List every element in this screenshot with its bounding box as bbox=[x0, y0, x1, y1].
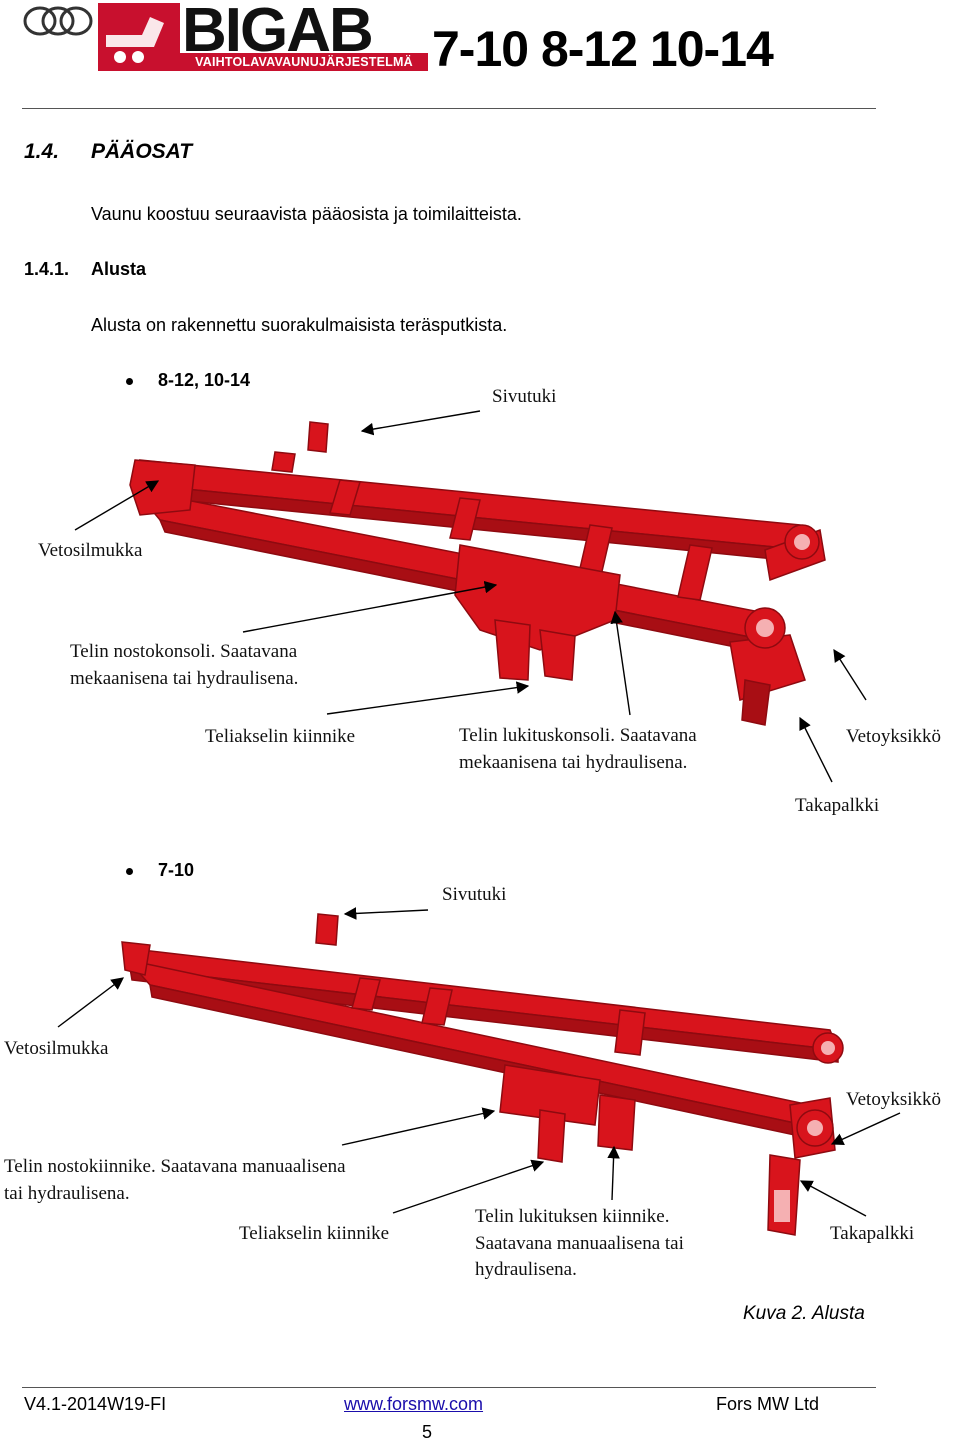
footer-website-link[interactable]: www.forsmw.com bbox=[344, 1394, 484, 1414]
label-telin-lukituskonsoli: Telin lukituskonsoli. Saatavana bbox=[459, 725, 697, 746]
section-title: PÄÄOSAT bbox=[91, 140, 193, 163]
footer-rule bbox=[22, 1387, 876, 1388]
footer-company: Fors MW Ltd bbox=[716, 1394, 820, 1414]
figure-a-bullet: 8-12, 10-14 bbox=[158, 370, 251, 390]
label-takapalkki-b: Takapalkki bbox=[830, 1223, 915, 1244]
subsection-text: Alusta on rakennettu suorakulmaisista te… bbox=[91, 315, 508, 335]
header-rule bbox=[22, 108, 876, 109]
bigab-logo: BIGAB VAIHTOLAVAVAUNUJÄRJESTELMÄ bbox=[98, 0, 428, 71]
label-vetoyksikko-b: Vetoyksikkö bbox=[846, 1089, 941, 1110]
bullet-dot bbox=[126, 378, 133, 385]
label-telin-lukituksen-kiinnike-3: hydraulisena. bbox=[475, 1259, 577, 1280]
label-vetosilmukka: Vetosilmukka bbox=[38, 540, 143, 561]
label-telin-nostokonsoli-2: mekaanisena tai hydraulisena. bbox=[70, 668, 299, 689]
figure-b-bullet: 7-10 bbox=[158, 860, 195, 880]
footer-version: V4.1-2014W19-FI bbox=[24, 1394, 167, 1414]
trailer-logo-icon bbox=[98, 3, 180, 71]
label-vetosilmukka-b: Vetosilmukka bbox=[4, 1038, 109, 1059]
page-number: 5 bbox=[422, 1422, 433, 1442]
bullet-dot bbox=[126, 868, 133, 875]
section-number: 1.4. bbox=[24, 140, 60, 163]
subsection-number: 1.4.1. bbox=[24, 259, 70, 279]
label-vetoyksikko: Vetoyksikkö bbox=[846, 726, 941, 747]
label-sivutuki-b: Sivutuki bbox=[442, 884, 507, 905]
label-teliakselin-kiinnike-b: Teliakselin kiinnike bbox=[239, 1223, 390, 1244]
label-telin-lukituksen-kiinnike: Telin lukituksen kiinnike. bbox=[475, 1206, 670, 1227]
intro-text: Vaunu koostuu seuraavista pääosista ja t… bbox=[91, 204, 522, 224]
rings-logo-icon bbox=[23, 6, 93, 36]
model-numbers: 7-10 8-12 10-14 bbox=[432, 21, 774, 77]
brand-tagline: VAIHTOLAVAVAUNUJÄRJESTELMÄ bbox=[180, 53, 428, 71]
label-teliakselin-kiinnike: Teliakselin kiinnike bbox=[205, 726, 356, 747]
label-telin-nostokiinnike-2: tai hydraulisena. bbox=[4, 1183, 130, 1204]
label-telin-lukituksen-kiinnike-2: Saatavana manuaalisena tai bbox=[475, 1233, 684, 1254]
chassis-frame-7-10-illustration bbox=[121, 913, 844, 1236]
label-telin-nostokiinnike: Telin nostokiinnike. Saatavana manuaalis… bbox=[4, 1156, 346, 1177]
label-sivutuki: Sivutuki bbox=[492, 386, 557, 407]
figure-caption: Kuva 2. Alusta bbox=[743, 1303, 865, 1324]
label-takapalkki: Takapalkki bbox=[795, 795, 880, 816]
label-telin-lukituskonsoli-2: mekaanisena tai hydraulisena. bbox=[459, 752, 688, 773]
label-telin-nostokonsoli: Telin nostokonsoli. Saatavana bbox=[70, 641, 298, 662]
subsection-title: Alusta bbox=[91, 259, 147, 279]
